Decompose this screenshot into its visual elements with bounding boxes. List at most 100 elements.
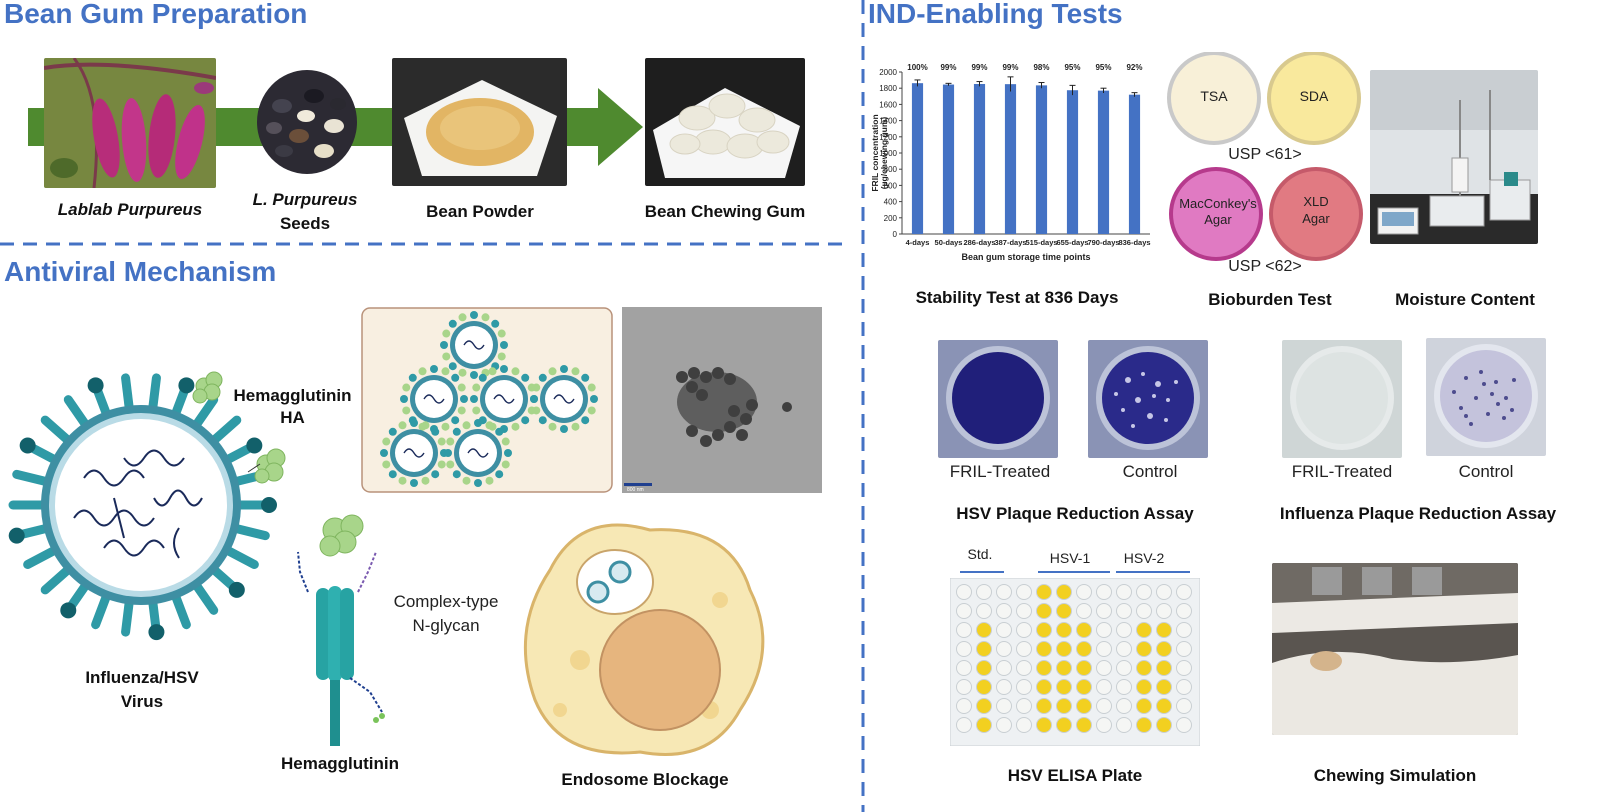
virion-spike <box>497 352 506 361</box>
virion-spike <box>587 383 596 392</box>
bioburden-caption: Bioburden Test <box>1208 290 1332 309</box>
elisa-well <box>976 679 992 695</box>
elisa-well <box>976 622 992 638</box>
virion-spike <box>388 470 397 479</box>
elisa-well <box>1076 584 1092 600</box>
elisa-well <box>1056 641 1072 657</box>
virus-spike-head <box>228 581 245 598</box>
elisa-well <box>1076 603 1092 619</box>
virion-spike <box>398 476 407 485</box>
chart-x-tick-label: 387-days <box>994 238 1026 247</box>
elisa-well <box>1136 622 1152 638</box>
virus-spike <box>148 373 161 413</box>
chart-y-tick-label: 800 <box>884 165 898 174</box>
virion-spike <box>388 427 397 436</box>
virion-spike <box>500 341 508 349</box>
elisa-well <box>996 679 1012 695</box>
elisa-well <box>976 584 992 600</box>
elisa-well <box>1116 717 1132 733</box>
elisa-well <box>1096 698 1112 714</box>
virion-spike <box>442 329 451 338</box>
virion-spike <box>442 352 451 361</box>
virion-rna <box>423 394 445 404</box>
step-seeds-label-line2: Seeds <box>279 214 331 233</box>
virion-spike <box>532 406 541 415</box>
elisa-well <box>1016 641 1032 657</box>
chart-y-tick-label: 600 <box>884 181 898 190</box>
elisa-well <box>1136 660 1152 676</box>
elisa-well <box>1036 698 1052 714</box>
elisa-well <box>976 603 992 619</box>
chart-bar <box>1066 90 1079 234</box>
virion-spike <box>501 437 510 446</box>
ha-protein-icon <box>192 371 286 484</box>
elisa-well <box>1176 698 1192 714</box>
virion-spike <box>441 422 450 431</box>
virion-spike <box>560 365 568 373</box>
elisa-std-label: Std. <box>967 546 993 562</box>
macconkey-label-line1: MacConkey's <box>1179 196 1257 211</box>
elisa-well <box>1176 641 1192 657</box>
virion-spike <box>485 421 494 430</box>
elisa-well <box>1156 584 1172 600</box>
virus-spike <box>209 415 242 445</box>
virion-spike <box>485 476 494 485</box>
elisa-well <box>1116 698 1132 714</box>
virus-spike <box>63 395 90 429</box>
sda-label: SDA <box>1299 88 1329 104</box>
elisa-well <box>1136 603 1152 619</box>
virus-spike <box>121 597 134 637</box>
elisa-well <box>1096 679 1112 695</box>
virion-spike <box>571 422 580 431</box>
chart-y-axis-label: (µg/chewing gum) <box>879 117 889 190</box>
virion-spike <box>444 449 452 457</box>
elisa-well <box>956 660 972 676</box>
virion-spike <box>500 365 508 373</box>
chart-bar <box>1035 85 1048 235</box>
virion-spike <box>431 427 440 436</box>
elisa-well <box>1016 660 1032 676</box>
elisa-caption: HSV ELISA Plate <box>1007 766 1143 785</box>
elisa-well <box>1176 622 1192 638</box>
virion-spike <box>538 416 547 425</box>
section-title-ind: IND-Enabling Tests <box>868 0 1123 29</box>
elisa-well <box>1056 603 1072 619</box>
virion-spike <box>504 449 512 457</box>
glycan-label-line2: N-glycan <box>412 616 480 635</box>
bean-powder-photo <box>392 58 567 186</box>
virion-rna <box>463 340 485 350</box>
elisa-well <box>1116 679 1132 695</box>
flu-treated-label: FRIL-Treated <box>1291 462 1393 481</box>
virus-label-line1: Influenza/HSV <box>85 668 199 687</box>
elisa-well <box>1076 679 1092 695</box>
elisa-well <box>1136 679 1152 695</box>
virion-spike <box>380 449 388 457</box>
virus-spike <box>192 395 219 429</box>
virion-spike <box>408 373 417 382</box>
virion-spike <box>548 367 557 376</box>
flu-control-label: Control <box>1458 462 1514 481</box>
elisa-well <box>1076 641 1092 657</box>
virus-spike-head <box>148 624 165 641</box>
virion-spike <box>538 373 547 382</box>
chart-x-tick-label: 50-days <box>935 238 963 247</box>
elisa-well <box>1076 660 1092 676</box>
hemagglutinin-label: Hemagglutinin <box>280 754 400 773</box>
virion-spike <box>398 421 407 430</box>
elisa-well <box>956 603 972 619</box>
elisa-well <box>1016 698 1032 714</box>
chart-y-tick-label: 2000 <box>879 68 897 77</box>
virion-spike <box>452 470 461 479</box>
elisa-well <box>1056 679 1072 695</box>
chart-y-tick-label: 200 <box>884 214 898 223</box>
virus-spike <box>231 523 270 541</box>
virion-spike <box>421 476 430 485</box>
virion-spike <box>431 470 440 479</box>
elisa-well <box>1016 679 1032 695</box>
virion-spike <box>402 406 411 415</box>
elisa-well <box>996 584 1012 600</box>
section-title-bean-gum: Bean Gum Preparation <box>4 0 308 29</box>
step-gum-label: Bean Chewing Gum <box>644 202 806 221</box>
elisa-well <box>1176 584 1192 600</box>
virus-spike <box>171 592 191 630</box>
